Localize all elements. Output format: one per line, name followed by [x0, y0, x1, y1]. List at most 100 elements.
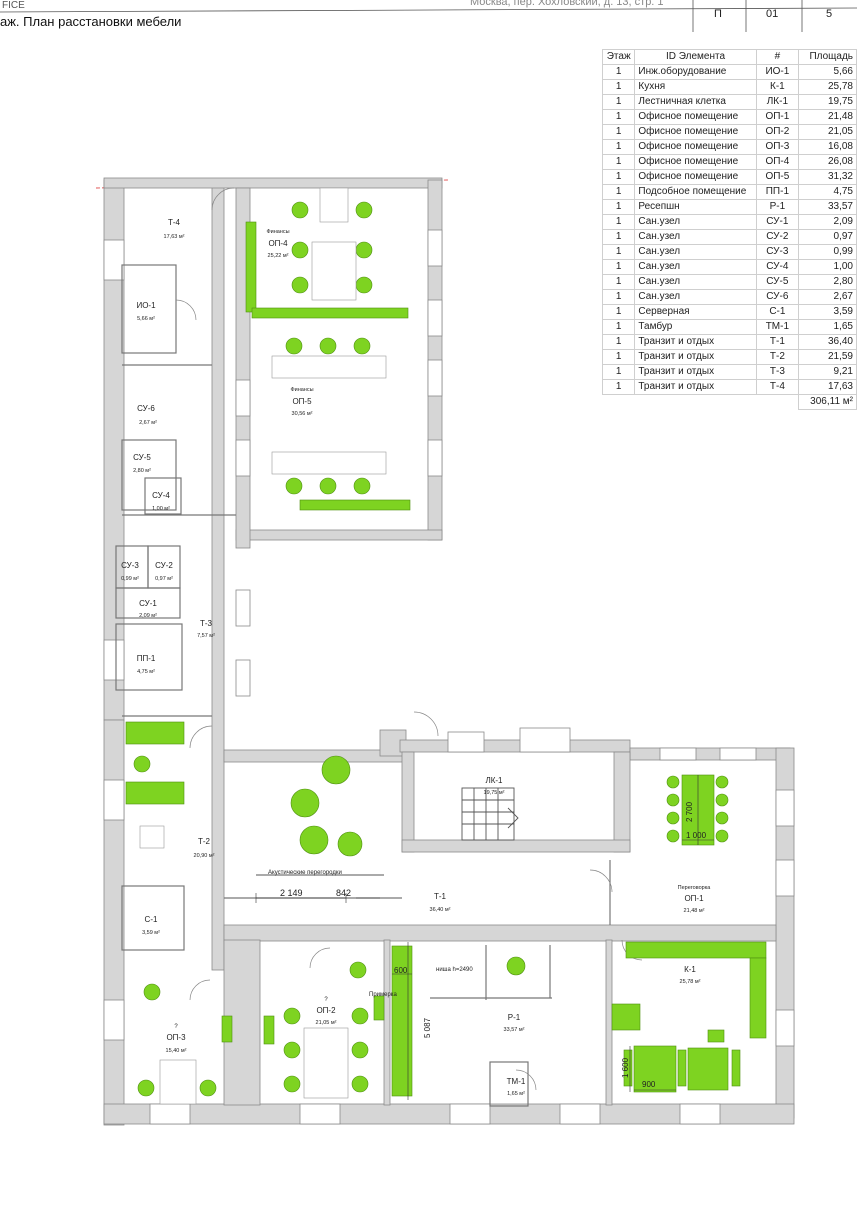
windows — [103, 229, 795, 1125]
table-cell: 1 — [601, 244, 636, 260]
room-op5-name: ОП-5 — [292, 397, 312, 406]
table-cell: Р-1 — [755, 199, 800, 215]
table-cell: Сан.узел — [634, 214, 757, 230]
table-cell: Сан.узел — [634, 229, 757, 245]
room-su1-name: СУ-1 — [139, 599, 157, 608]
room-k1-name: К-1 — [684, 965, 696, 974]
room-op4-dept: Финансы — [266, 229, 289, 235]
dim-600: 600 — [394, 966, 408, 975]
table-cell: Офисное помещение — [634, 169, 757, 185]
table-cell: 2,67 — [798, 289, 857, 305]
table-cell: Сан.узел — [634, 289, 757, 305]
table-cell: 2,09 — [798, 214, 857, 230]
table-cell: СУ-4 — [755, 259, 800, 275]
title-block — [0, 0, 857, 32]
room-t4-name: Т-4 — [168, 218, 181, 227]
table-cell: 1 — [601, 109, 636, 125]
table-cell: Офисное помещение — [634, 154, 757, 170]
furniture — [125, 201, 767, 1097]
table-cell: 1 — [601, 79, 636, 95]
table-cell: ТМ-1 — [755, 319, 800, 335]
sheet-address: Москва, пер. Хохловский, д. 13, стр. 1 — [470, 0, 664, 8]
dim-5087: 5 087 — [423, 1017, 432, 1038]
table-cell: 21,48 — [798, 109, 857, 125]
table-cell: 16,08 — [798, 139, 857, 155]
room-su4-area: 1,00 м² — [152, 506, 170, 512]
dimension-lines — [255, 775, 714, 1100]
table-cell: 1 — [601, 259, 636, 275]
dim-1000: 1 000 — [686, 831, 707, 840]
col-number: # — [755, 49, 800, 65]
table-cell: Сан.узел — [634, 244, 757, 260]
table-cell: 1 — [601, 169, 636, 185]
table-cell: Инж.оборудование — [634, 64, 757, 80]
room-op1-dept: Переговорка — [678, 885, 712, 891]
table-cell: 1 — [601, 214, 636, 230]
room-t3-name: Т-3 — [200, 619, 213, 628]
table-cell: 2,80 — [798, 274, 857, 290]
room-op5-dept: Финансы — [290, 387, 313, 393]
table-cell: Сан.узел — [634, 259, 757, 275]
sheet-project-fragment: FICE — [2, 0, 25, 11]
table-cell: ИО-1 — [755, 64, 800, 80]
room-op4-name: ОП-4 — [268, 239, 288, 248]
table-cell: 21,59 — [798, 349, 857, 365]
table-cell: ОП-5 — [755, 169, 800, 185]
room-su1-area: 2,09 м² — [139, 613, 157, 619]
room-r1-name: Р-1 — [508, 1013, 521, 1022]
col-floor: Этаж — [601, 49, 636, 65]
dim-2149: 2 149 — [280, 888, 303, 898]
table-cell: 1 — [601, 289, 636, 305]
room-op3-name: ОП-3 — [166, 1033, 186, 1042]
table-cell: 1 — [601, 154, 636, 170]
table-cell: 3,59 — [798, 304, 857, 320]
table-cell: Транзит и отдых — [634, 334, 757, 350]
table-cell: 1 — [601, 274, 636, 290]
table-cell: 4,75 — [798, 184, 857, 200]
sheet-number: 01 — [766, 8, 779, 20]
table-cell: 36,40 — [798, 334, 857, 350]
sheet-title: аж. План расстановки мебели — [0, 14, 182, 29]
table-cell: 25,78 — [798, 79, 857, 95]
table-cell: 26,08 — [798, 154, 857, 170]
table-cell: Серверная — [634, 304, 757, 320]
col-element-id: ID Элемента — [634, 49, 757, 65]
table-cell: 9,21 — [798, 364, 857, 380]
annotations: Акустические перегородки Примерка ниша h… — [268, 801, 707, 1089]
table-cell: 21,05 — [798, 124, 857, 140]
table-cell: 1 — [601, 334, 636, 350]
staircase — [461, 787, 519, 841]
table-cell: 1,65 — [798, 319, 857, 335]
table-cell: Лестничная клетка — [634, 94, 757, 110]
table-cell: Кухня — [634, 79, 757, 95]
table-cell: 1 — [601, 349, 636, 365]
table-cell: 1 — [601, 379, 636, 395]
table-cell: 1 — [601, 199, 636, 215]
table-cell: ОП-3 — [755, 139, 800, 155]
room-io1-name: ИО-1 — [136, 301, 156, 310]
table-cell: Т-4 — [755, 379, 800, 395]
door-swings — [175, 187, 643, 1091]
table-cell: СУ-2 — [755, 229, 800, 245]
room-tm1-area: 1,65 м² — [507, 1091, 525, 1097]
table-cell: 5,66 — [798, 64, 857, 80]
table-cell: Тамбур — [634, 319, 757, 335]
table-cell: ОП-2 — [755, 124, 800, 140]
room-k1-area: 25,78 м² — [680, 979, 701, 985]
room-io1-area: 5,66 м² — [137, 316, 155, 322]
table-cell: 31,32 — [798, 169, 857, 185]
room-su3-name: СУ-3 — [121, 561, 139, 570]
niche-note: ниша h=2490 — [436, 967, 473, 973]
